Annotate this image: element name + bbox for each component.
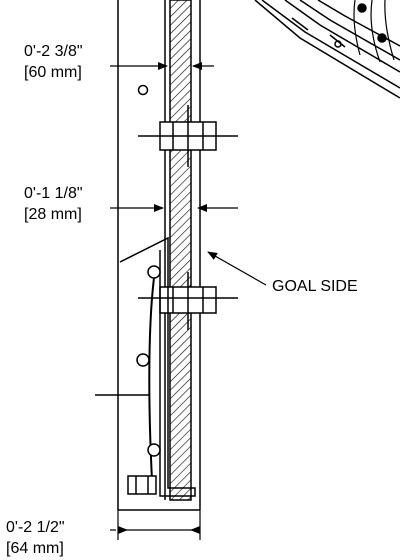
bracket-nut-1: [147, 265, 161, 279]
lower-bolt: [138, 272, 238, 330]
dimension-middle-metric: [28 mm]: [24, 206, 82, 223]
dimension-lines: [110, 62, 267, 540]
upper-bolt: [138, 105, 238, 167]
upper-assembly: [254, 0, 400, 99]
dimension-bottom-imperial: 0'-2 1/2": [6, 519, 65, 536]
bracket-nut-2: [136, 353, 150, 367]
dimension-middle-imperial: 0'-1 1/8": [24, 185, 83, 202]
post-hole: [137, 84, 149, 96]
dimension-top-imperial: 0'-2 3/8": [24, 43, 83, 60]
bracket-nut-3: [147, 443, 161, 457]
outer-post: [117, 0, 201, 511]
base-clamp: [127, 475, 157, 495]
inner-panel: [164, 0, 192, 501]
tension-bracket: [95, 236, 196, 497]
goal-side-label: GOAL SIDE: [272, 278, 358, 295]
dimension-bottom-metric: [64 mm]: [6, 540, 64, 557]
dimension-top-metric: [60 mm]: [24, 64, 82, 81]
